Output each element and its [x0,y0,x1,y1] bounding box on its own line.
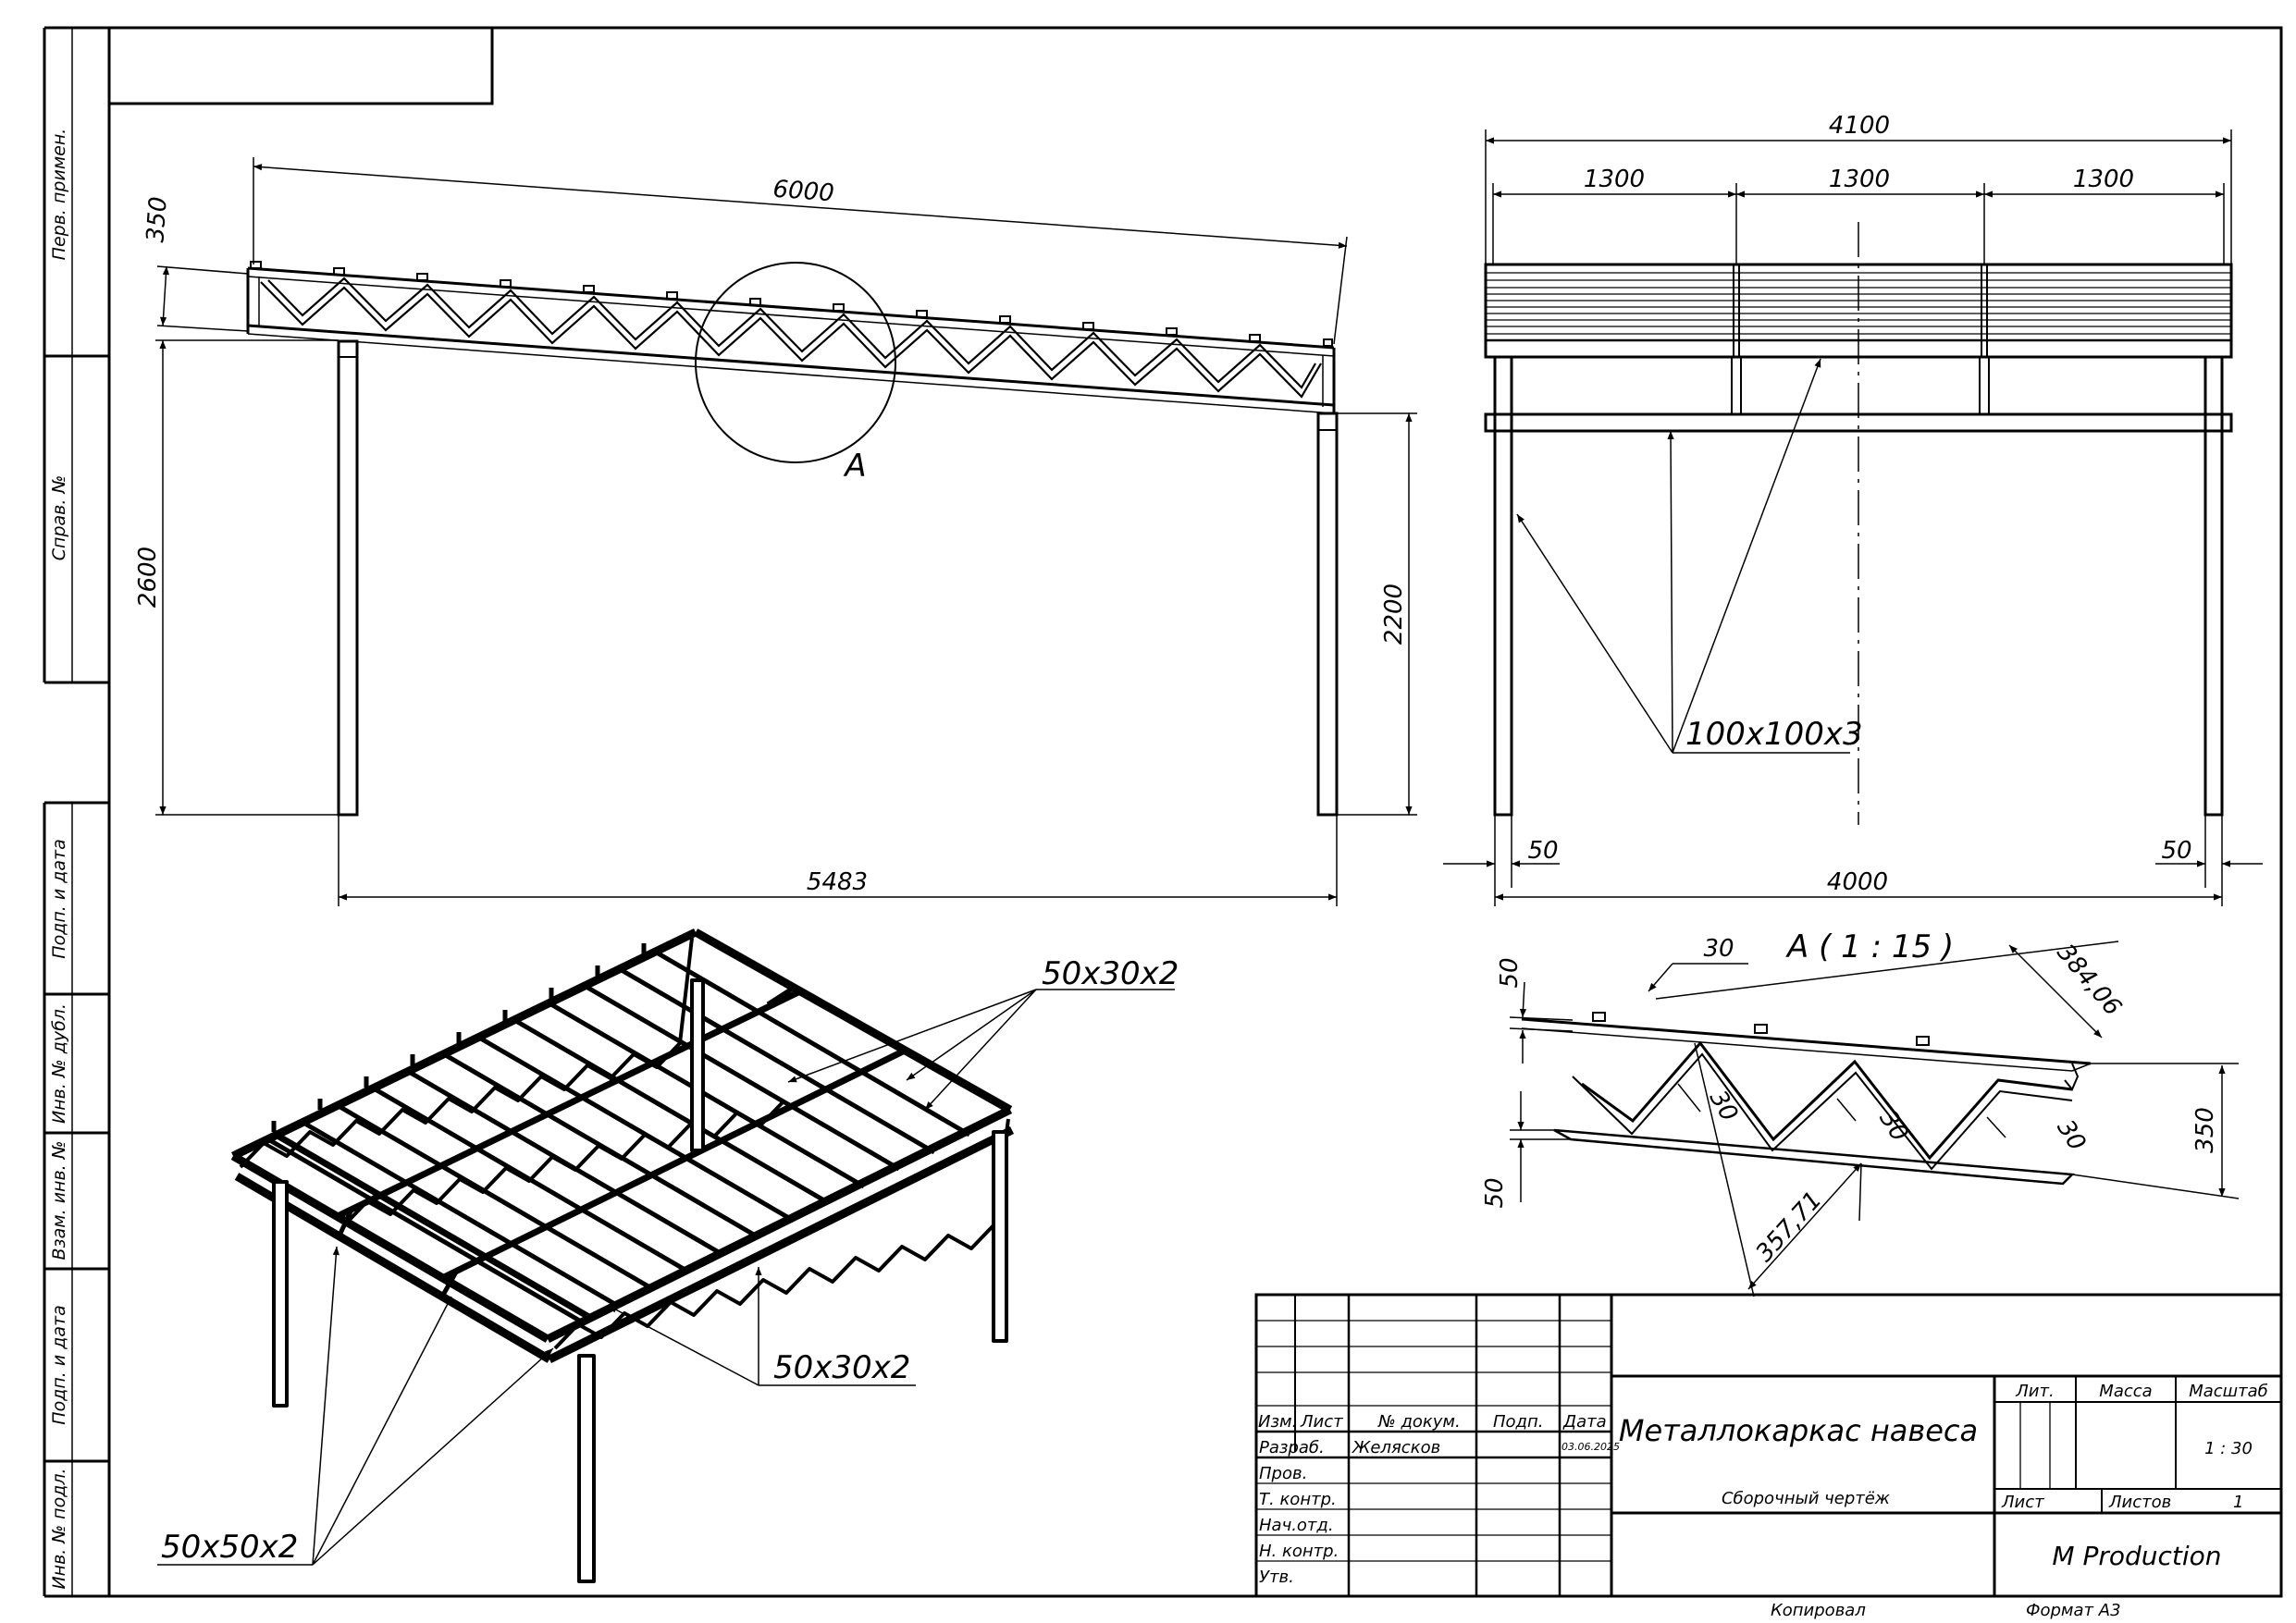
tb-header-izm: Изм. [1258,1412,1297,1432]
front-post-right [1316,412,1339,817]
dim-detail-diag-top: 384,06 [2051,939,2126,1021]
dim-detail-left-bottom-50: 50 [1481,1177,1509,1208]
side-profile-label: 100x100x3 [1685,716,1863,753]
detail-a-dimensions [1509,941,2240,1297]
tb-sheet-label: Лист [2001,1493,2044,1512]
dim-truss-height-350: 350 [142,196,172,244]
truss-bottom-chord [247,324,1335,407]
tb-row-nkontr: Н. контр. [1259,1542,1339,1561]
tb-company: M Production [2052,1541,2221,1571]
tb-kopiroval: Копировал [1771,1601,1866,1620]
iso-post-back-right [992,1130,1008,1343]
dim-side-bay-2: 1300 [1829,166,1890,193]
tb-format: Формат А3 [2026,1601,2121,1620]
truss-purlins [250,261,1333,347]
side-post-right [2203,355,2224,817]
front-view [246,261,1339,817]
iso-post-front-left [272,1180,289,1408]
iso-nubs [271,943,647,1132]
sheet-frame [107,26,2283,1598]
iso-label-top: 50x30x2 [1042,955,1179,992]
tb-header-data: Дата [1562,1412,1607,1432]
tb-row-razrab: Разраб. [1259,1438,1325,1457]
detail-a-title: A ( 1 : 15 ) [1785,928,1954,965]
tb-razrab-date: 03.06.2025 [1562,1441,1620,1453]
iso-label-middle: 50x30x2 [773,1349,910,1386]
title-block [1254,1293,2283,1598]
dim-side-offset-right: 50 [2161,837,2191,865]
iso-label-posts: 50x50x2 [161,1529,298,1566]
tb-row-utv: Утв. [1259,1568,1294,1587]
tb-lit-label: Лит. [2015,1382,2054,1401]
dim-left-height-2600: 2600 [134,547,162,608]
front-post-left [337,339,359,817]
side-label-podp-data-1: Подп. и дата [49,839,69,958]
dim-right-height-2200: 2200 [1380,584,1408,645]
dim-detail-diag-bottom: 357,71 [1750,1187,1827,1268]
dim-side-bay-3: 1300 [2073,166,2134,193]
side-strip-labels: Перв. примен. Справ. № Подп. и дата Инв.… [49,129,69,1590]
tb-sheets-label: Листов [2108,1493,2171,1512]
dim-detail-left-top-50: 50 [1496,957,1524,988]
tb-row-nachotd: Нач.отд. [1259,1516,1334,1535]
side-label-inv-podl: Инв. № подл. [49,1468,69,1589]
truss-web [260,277,1322,399]
dim-side-inner-4000: 4000 [1827,868,1888,896]
dim-side-bay-1: 1300 [1584,166,1645,193]
tb-scale-value: 1 : 30 [2204,1439,2253,1458]
iso-roof-frame [230,928,1014,1364]
side-strip [43,26,109,1598]
side-view [1484,222,2233,825]
tb-masshtab-label: Масштаб [2189,1382,2268,1401]
dim-side-offset-left: 50 [1527,837,1558,865]
dim-detail-top-gap-30: 30 [1703,935,1734,963]
tb-header-dokum: № докум. [1377,1412,1461,1432]
tb-row-tkontr: Т. контр. [1259,1490,1337,1509]
tb-header-podp: Подп. [1493,1412,1543,1432]
iso-purlins [266,949,971,1325]
iso-post-front-right [577,1354,596,1583]
side-label-vzam-inv: Взам. инв. № [49,1140,69,1260]
dim-length-6000: 6000 [772,176,834,208]
front-callout-label: A [843,448,866,485]
iso-post-back-left [690,978,705,1152]
detail-a-callout-circle [695,262,896,463]
front-dimensions [155,157,1417,906]
iso-posts [272,978,1008,1583]
tb-header-list: Лист [1300,1412,1343,1432]
dim-detail-web-2: 30 [1873,1106,1913,1147]
tb-drawing-type: Сборочный чертёж [1722,1489,1891,1508]
side-label-perv-primen: Перв. примен. [49,129,69,261]
side-label-sprav: Справ. № [49,475,69,560]
tb-massa-label: Масса [2099,1382,2152,1401]
side-post-left [1493,355,1513,817]
iso-braces [335,985,796,1298]
detail-a-drawing [1521,1012,2092,1186]
side-dimensions [1443,129,2263,906]
tb-sheets-value: 1 [2233,1493,2243,1512]
side-label-inv-dubl: Инв. № дубл. [49,1003,69,1124]
dim-span-5483: 5483 [807,868,868,896]
iso-truss-zigzag [239,937,1010,1350]
dim-detail-web-3: 30 [2051,1115,2091,1156]
truss-top-chord [247,266,1335,350]
tb-row-prov: Пров. [1259,1464,1307,1483]
tb-razrab-name: Желясков [1352,1438,1440,1457]
dim-side-total-4100: 4100 [1829,112,1890,140]
tb-drawing-name: Металлокаркас навеса [1619,1413,1978,1448]
title-block-text: Изм. Лист № докум. Подп. Дата Разраб. Же… [1258,1382,2268,1620]
iso-view [230,928,1014,1583]
dim-detail-height-350: 350 [2191,1107,2219,1153]
side-label-podp-data-2: Подп. и дата [49,1305,69,1424]
iso-leaders [157,989,1175,1566]
